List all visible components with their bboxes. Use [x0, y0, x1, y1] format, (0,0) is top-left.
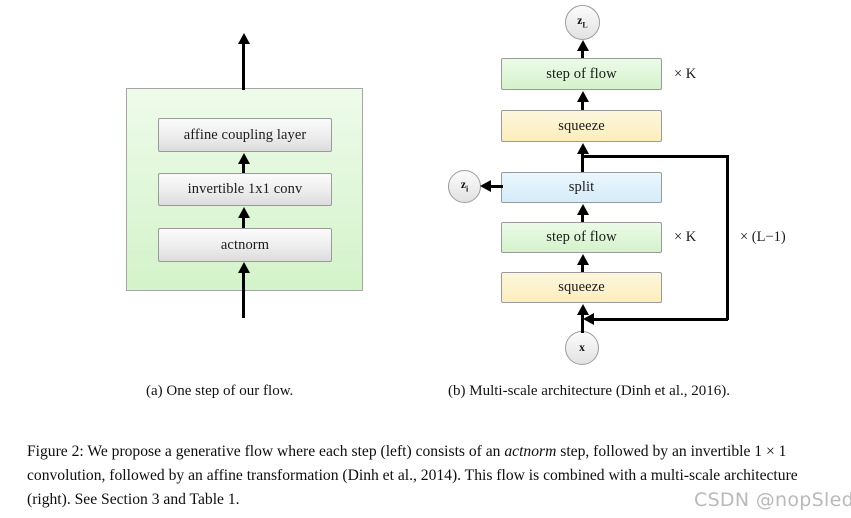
block-split[interactable]: split — [501, 172, 662, 203]
block-split-label: split — [568, 179, 595, 195]
block-actnorm-label: actnorm — [220, 236, 270, 253]
arrow-split-to-zi-shaft — [489, 185, 503, 188]
block-step-of-flow-bottom[interactable]: step of flow — [501, 222, 662, 253]
flow-input-arrow-head — [238, 262, 250, 273]
arrow-invertible-to-affine-head — [238, 153, 250, 164]
block-squeeze-bottom[interactable]: squeeze — [501, 272, 662, 303]
loop-top-segment — [581, 155, 728, 158]
block-affine-coupling-layer-label: affine coupling layer — [183, 126, 307, 143]
flow-output-arrow-head — [238, 33, 250, 44]
figure-caption-emphasis: actnorm — [504, 443, 557, 460]
loop-arrow-head — [583, 313, 594, 325]
block-actnorm[interactable]: actnorm — [158, 228, 332, 262]
block-step-of-flow-top[interactable]: step of flow — [501, 58, 662, 90]
arrow-flow-to-split-shaft — [581, 213, 584, 225]
subcaption-b: (b) Multi-scale architecture (Dinh et al… — [448, 383, 730, 399]
block-squeeze-top-label: squeeze — [558, 117, 605, 134]
node-z-L[interactable]: zL — [565, 5, 600, 40]
arrow-actnorm-to-invertible-shaft — [242, 216, 245, 229]
arrow-topflow-to-zL-shaft — [581, 48, 584, 59]
arrow-x-to-squeeze-head — [577, 304, 589, 315]
node-z-i-label: zi — [460, 179, 469, 194]
arrow-x-to-squeeze-shaft — [581, 313, 584, 333]
block-step-of-flow-top-label: step of flow — [546, 65, 617, 82]
arrow-split-to-zi-head — [480, 180, 491, 192]
csdn-watermark: CSDN @nopSled — [694, 489, 851, 511]
figure-caption: Figure 2: We propose a generative flow w… — [27, 440, 827, 512]
loop-right-segment — [726, 155, 729, 320]
block-step-of-flow-bottom-label: step of flow — [546, 229, 617, 245]
annotation-x-K-bottom: × K — [674, 229, 697, 245]
arrow-topflow-to-zL-head — [577, 40, 589, 51]
subcaption-a: (a) One step of our flow. — [146, 383, 294, 399]
annotation-x-L-minus-1: × (L−1) — [740, 229, 786, 245]
arrow-actnorm-to-invertible-head — [238, 207, 250, 218]
node-x[interactable]: x — [565, 331, 599, 365]
block-squeeze-bottom-label: squeeze — [558, 279, 605, 295]
node-z-i[interactable]: zi — [448, 170, 481, 203]
arrow-squeeze-to-flow-bottom-head — [577, 254, 589, 265]
block-invertible-1x1-conv[interactable]: invertible 1x1 conv — [158, 173, 332, 206]
block-squeeze-top[interactable]: squeeze — [501, 110, 662, 142]
loop-bottom-segment — [592, 318, 728, 321]
arrow-split-to-squeeze-head — [577, 143, 589, 154]
annotation-x-K-top: × K — [674, 66, 697, 82]
figure-caption-part-1: Figure 2: We propose a generative flow w… — [27, 443, 505, 460]
flow-output-arrow-shaft — [242, 40, 245, 90]
arrow-squeeze-to-flow-top-head — [577, 91, 589, 102]
block-invertible-1x1-conv-label: invertible 1x1 conv — [187, 181, 303, 197]
node-z-L-label: zL — [577, 15, 588, 30]
arrow-invertible-to-affine-shaft — [242, 162, 245, 175]
node-x-label: x — [579, 342, 585, 354]
arrow-squeeze-to-flow-top-shaft — [581, 99, 584, 111]
arrow-squeeze-to-flow-bottom-shaft — [581, 263, 584, 274]
arrow-flow-to-split-head — [577, 204, 589, 215]
flow-input-arrow-shaft — [242, 268, 245, 318]
block-affine-coupling-layer[interactable]: affine coupling layer — [158, 118, 332, 152]
figure-caption-part-2: step, followed by an invertible 1 × 1 co… — [27, 443, 798, 508]
arrow-split-to-squeeze-shaft — [581, 153, 584, 173]
